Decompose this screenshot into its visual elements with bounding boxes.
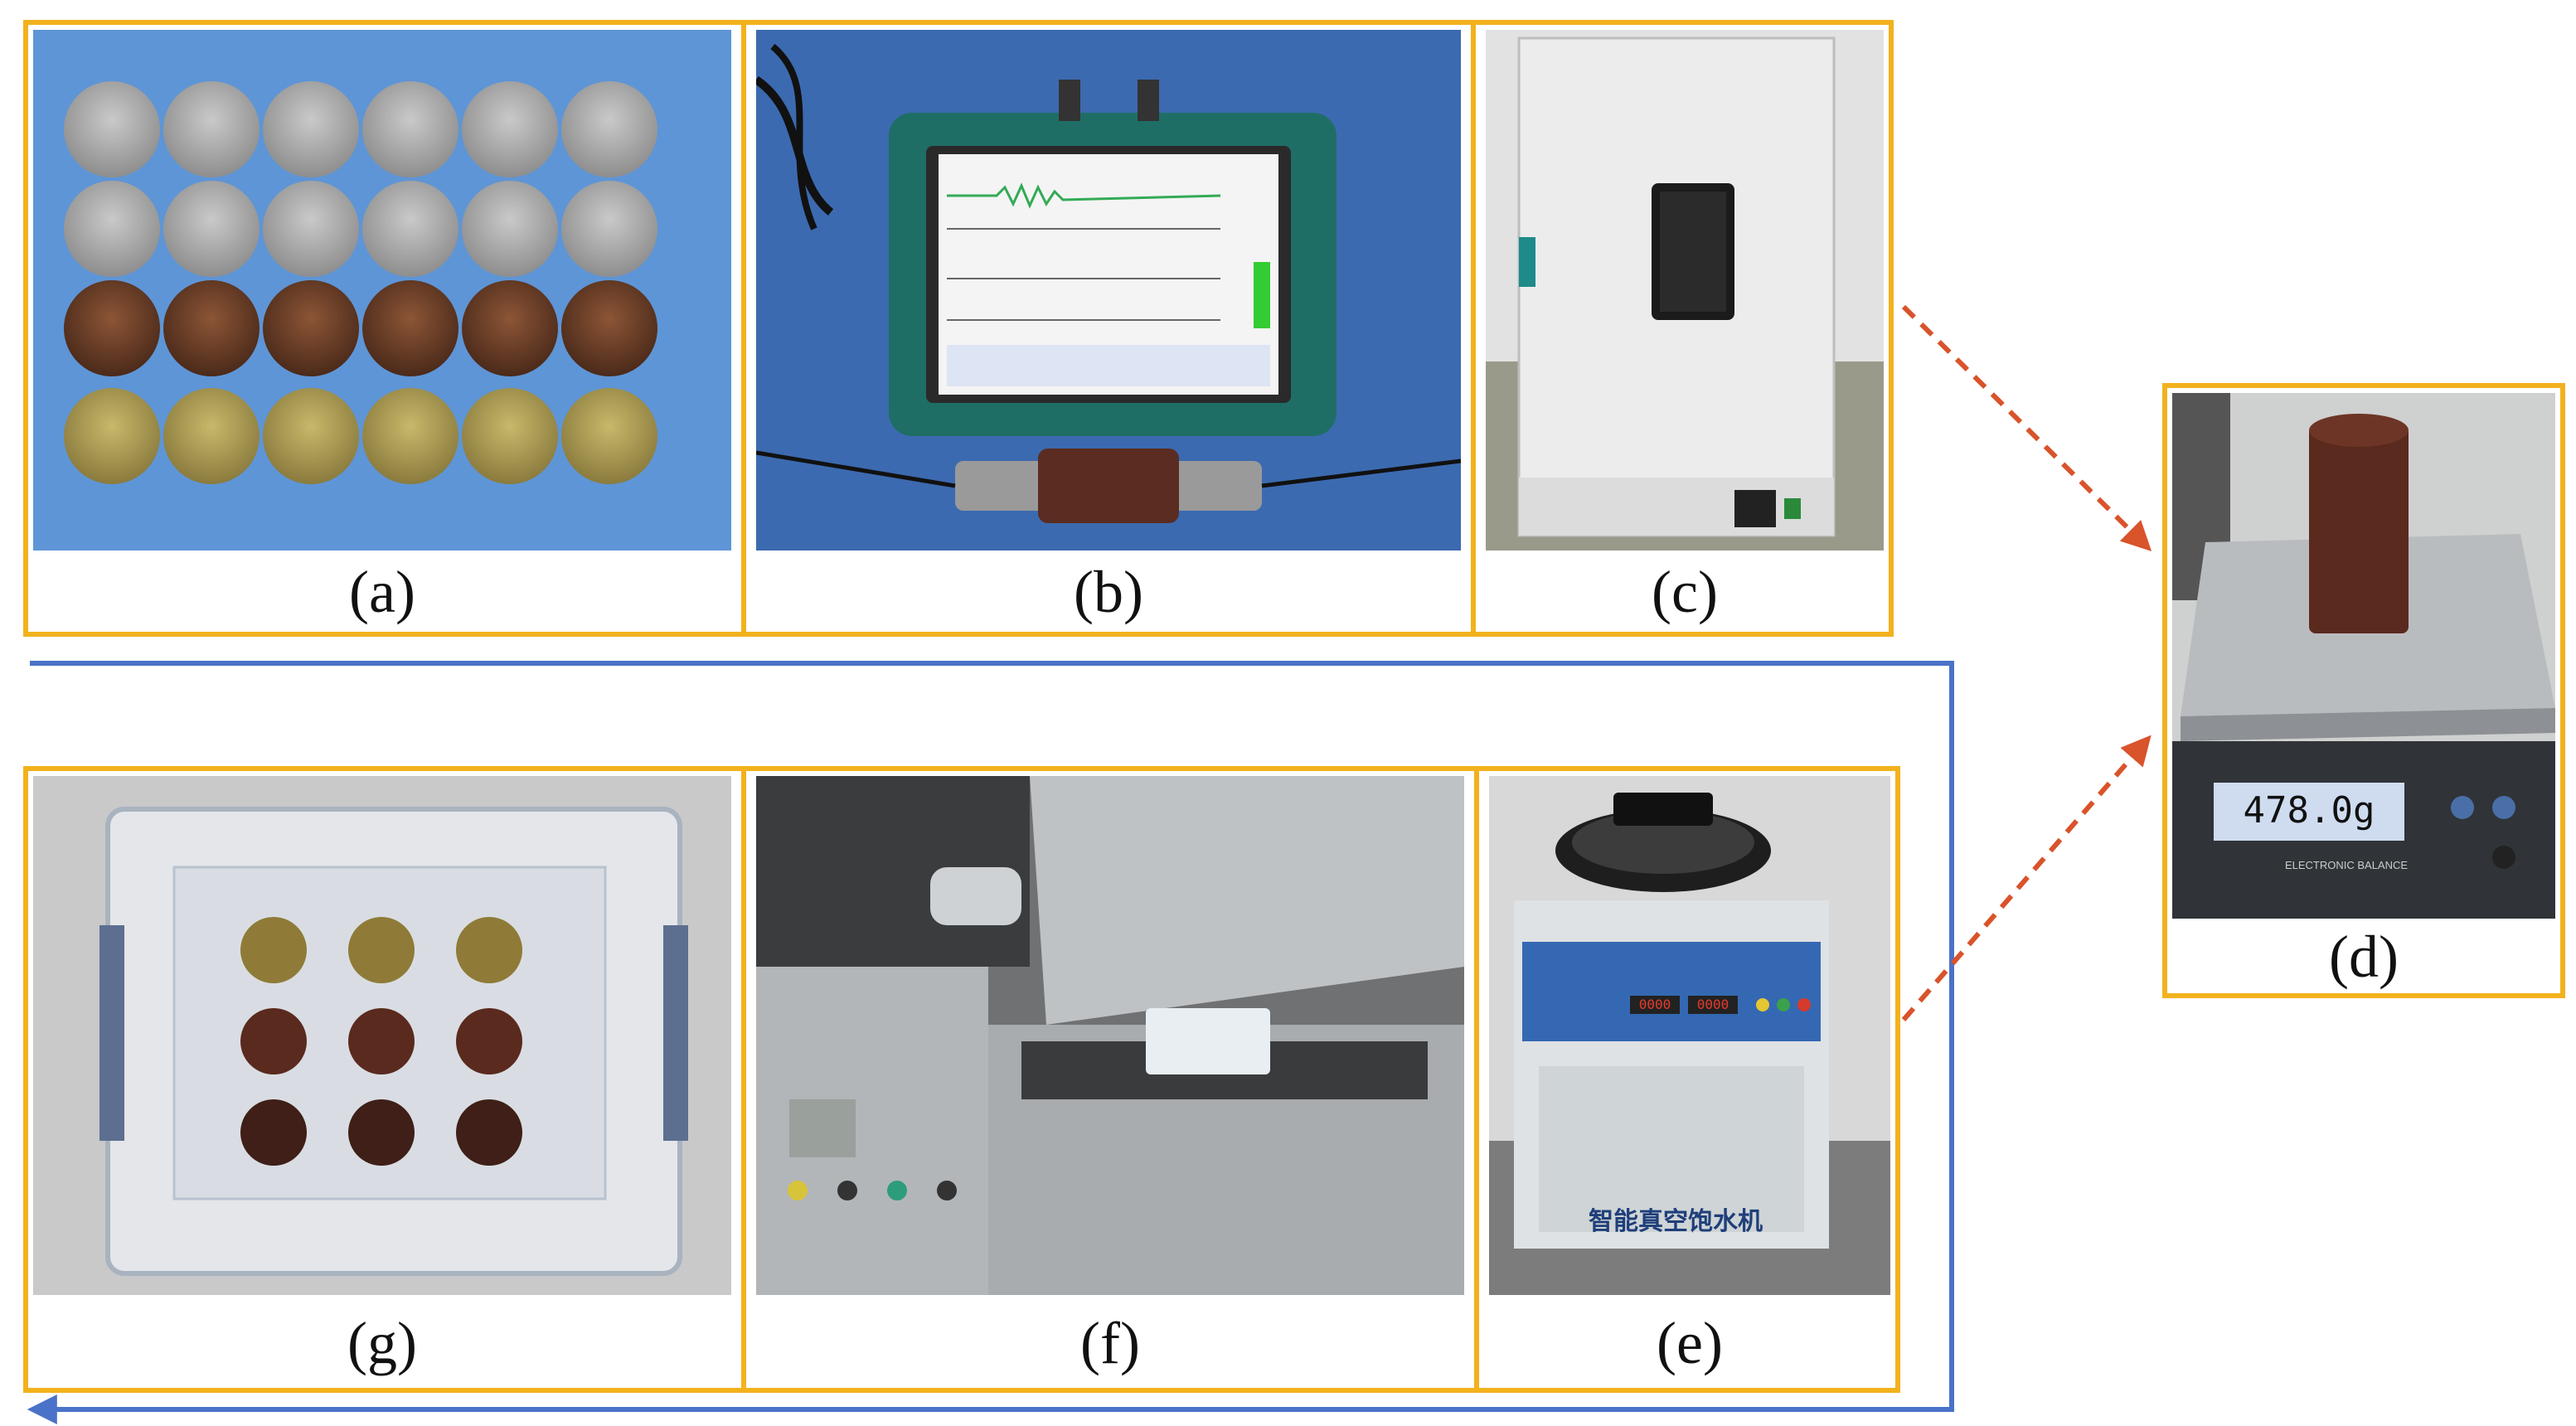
ultrasonic-tester-image: [756, 30, 1461, 551]
divider-bc: [1471, 20, 1476, 637]
freeze-thaw-machine-image: [756, 776, 1464, 1295]
saturator-machine-label: 智能真空饱水机: [1589, 1207, 1763, 1236]
divider-gf: [741, 766, 746, 1393]
saturator-display-right: 0000: [1696, 997, 1729, 1012]
panel-f-caption: (f): [1080, 1310, 1140, 1376]
panel-c-caption: (c): [1652, 559, 1718, 625]
dashed-arrow-c-to-d: [1901, 304, 2152, 552]
divider-fe: [1474, 766, 1479, 1393]
panel-g-photo: [33, 776, 731, 1295]
panel-a-caption: (a): [349, 559, 415, 625]
electronic-balance-image: [2172, 393, 2555, 919]
panel-c-photo: [1486, 30, 1884, 551]
scale-brand-label: ELECTRONIC BALANCE: [2284, 859, 2409, 871]
water-tank-image: [33, 776, 731, 1295]
panel-g-caption: (g): [347, 1310, 417, 1376]
divider-ab: [741, 20, 746, 637]
vacuum-saturator-image: [1489, 776, 1890, 1295]
panel-a-photo: [33, 30, 731, 551]
dashed-arrow-e-to-d: [1901, 735, 2152, 1021]
panel-d-photo: 478.0g ELECTRONIC BALANCE: [2172, 393, 2555, 919]
panel-b-photo: [756, 30, 1461, 551]
rock-samples-image: [33, 30, 731, 551]
drying-oven-image: [1486, 30, 1884, 551]
panel-b-caption: (b): [1074, 559, 1143, 625]
blue-flow-arrow: [27, 661, 1954, 1424]
saturator-display-left: 0000: [1638, 997, 1671, 1012]
panel-e-caption: (e): [1657, 1310, 1723, 1376]
scale-reading: 478.0g: [2243, 789, 2375, 832]
panel-e-photo: 0000 0000 智能真空饱水机: [1489, 776, 1890, 1295]
panel-d-caption: (d): [2329, 924, 2399, 990]
panel-f-photo: [756, 776, 1464, 1295]
